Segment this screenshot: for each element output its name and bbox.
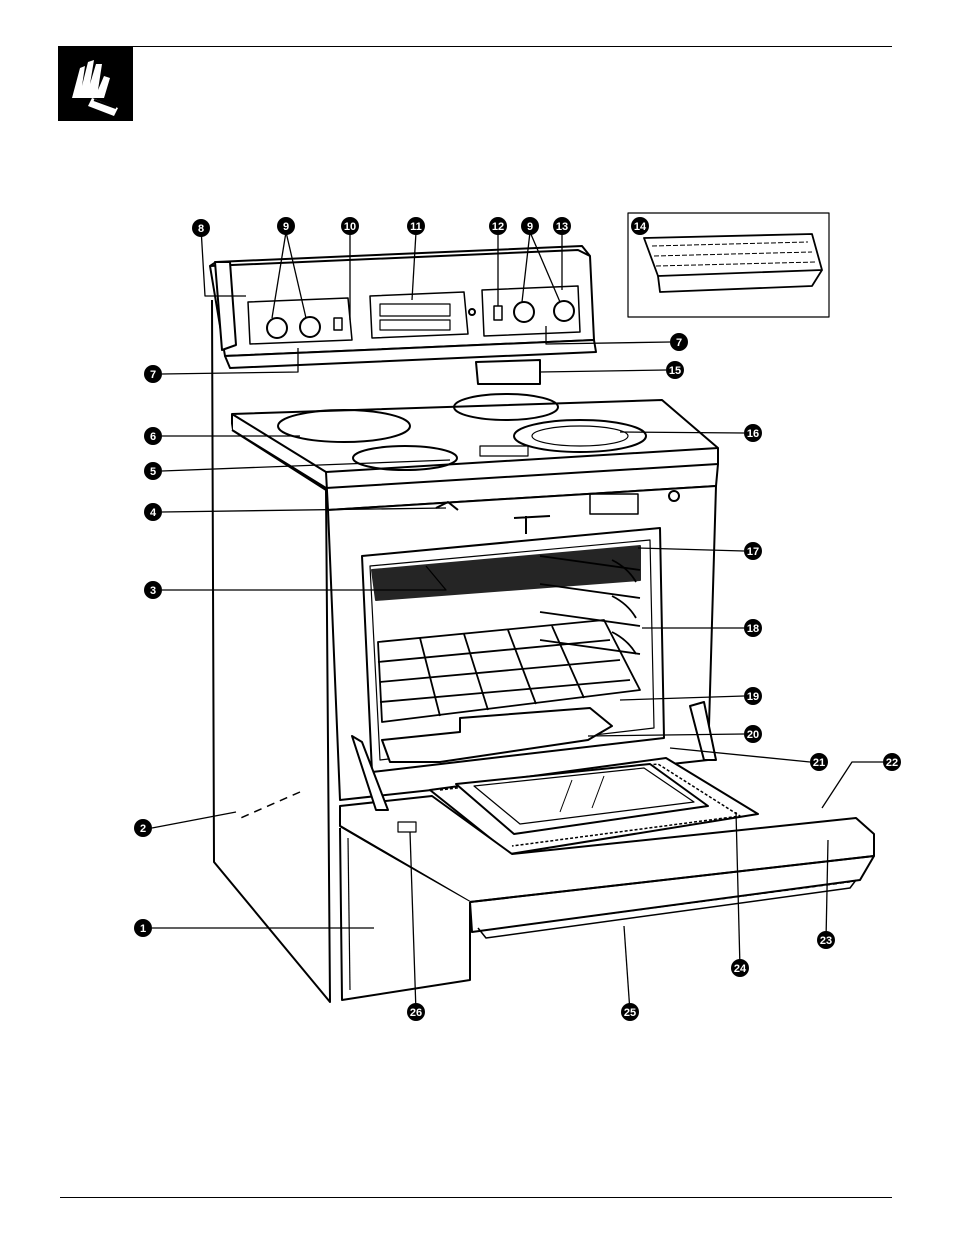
callout-11: 11 [407,217,425,235]
callout-12: 12 [489,217,507,235]
callout-1-label: 1 [140,923,146,935]
callout-11-label: 11 [410,221,422,233]
callout-19: 19 [744,687,762,705]
callout-10: 10 [341,217,359,235]
callout-20: 20 [744,725,762,743]
top-rule [60,46,892,47]
callout-23: 23 [817,931,835,949]
bottom-rule [60,1197,892,1198]
callout-22-label: 22 [886,757,898,769]
broiler-pan [381,707,759,855]
callout-3: 3 [144,581,162,599]
callout-23-label: 23 [820,935,832,947]
callout-8-label: 8 [198,223,204,235]
callout-13-label: 13 [556,221,568,233]
callout-15: 15 [666,361,684,379]
callout-19-label: 19 [747,691,759,703]
callout-7b-label: 7 [676,337,682,349]
callout-18: 18 [744,619,762,637]
range-side-panel [211,299,331,1003]
callout-13: 13 [553,217,571,235]
callout-24: 24 [731,959,749,977]
leader-lines [151,227,883,1013]
callout-22: 22 [883,753,901,771]
range-oven-exploded-view [151,212,883,1013]
callout-4: 4 [144,503,162,521]
hand-pressing-button-icon [58,46,133,121]
callout-3-label: 3 [150,585,156,597]
callout-25-label: 25 [624,1007,636,1019]
callout-2: 2 [134,819,152,837]
callout-5-label: 5 [150,466,156,478]
callout-14: 14 [631,217,649,235]
callout-6-label: 6 [150,431,156,443]
callout-4-label: 4 [150,507,157,519]
callout-16: 16 [744,424,762,442]
callout-18-label: 18 [747,623,759,635]
callout-15-label: 15 [669,365,681,377]
callout-12-label: 12 [492,221,504,233]
oven-door [339,701,875,939]
callout-5: 5 [144,462,162,480]
callout-21-label: 21 [813,757,825,769]
callout-9a-label: 9 [283,221,289,233]
oven-racks [377,555,641,723]
callout-17-label: 17 [747,546,759,558]
callout-24-label: 24 [734,963,747,975]
callout-1: 1 [134,919,152,937]
callout-7a: 7 [144,365,162,383]
callout-9a: 9 [277,217,295,235]
callout-6: 6 [144,427,162,445]
callout-14-label: 14 [634,221,647,233]
callout-2-label: 2 [140,823,146,835]
callout-17: 17 [744,542,762,560]
callout-20-label: 20 [747,729,759,741]
callout-25: 25 [621,1003,639,1021]
callout-21: 21 [810,753,828,771]
callout-10-label: 10 [344,221,356,233]
callouts: 8 9 10 11 12 9 13 14 7 7 15 6 16 5 4 17 … [134,217,901,1021]
control-panel [209,245,597,385]
callout-9b-label: 9 [527,221,533,233]
callout-9b: 9 [521,217,539,235]
callout-7b: 7 [670,333,688,351]
callout-16-label: 16 [747,428,759,440]
storage-drawer [339,827,471,1001]
callout-26: 26 [407,1003,425,1021]
callout-7a-label: 7 [150,369,156,381]
callout-8: 8 [192,219,210,237]
callout-26-label: 26 [410,1007,422,1019]
broiler-pan-icon [627,212,830,318]
